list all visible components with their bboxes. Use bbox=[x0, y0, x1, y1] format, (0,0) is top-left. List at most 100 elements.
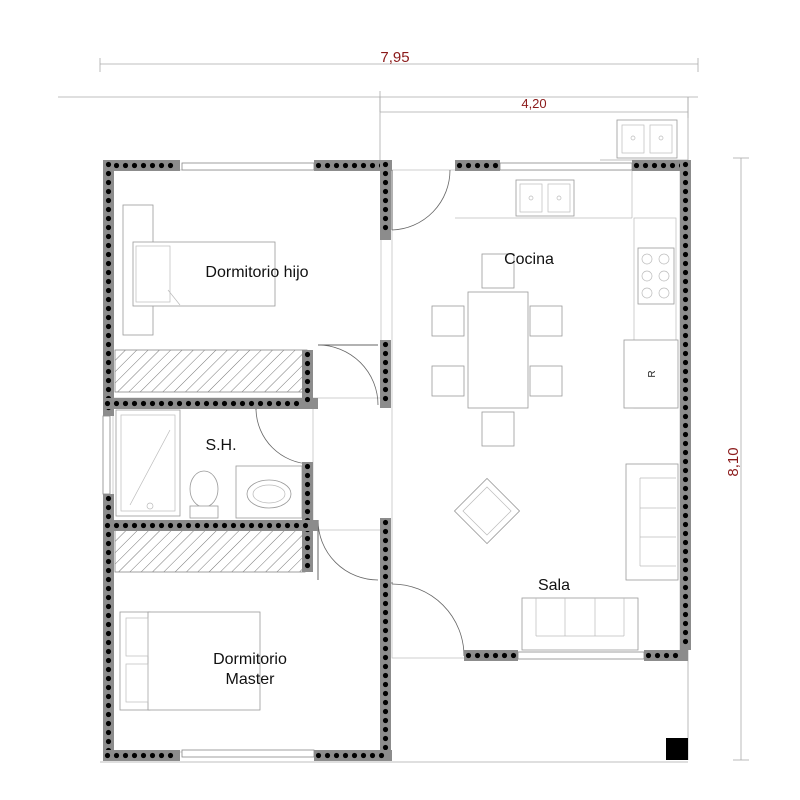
wall-block-hole bbox=[185, 522, 192, 529]
wall-block-hole bbox=[203, 400, 210, 407]
wall-block-hole bbox=[682, 476, 689, 483]
wall-block-hole bbox=[304, 508, 311, 515]
bathtub bbox=[115, 409, 181, 517]
wall-block-hole bbox=[382, 735, 389, 742]
wall-block-hole bbox=[185, 400, 192, 407]
bed-hijo bbox=[122, 204, 276, 336]
wall-block-hole bbox=[324, 162, 331, 169]
wall-block-hole bbox=[682, 386, 689, 393]
wall-block-hole bbox=[266, 522, 273, 529]
wall-block-hole bbox=[304, 481, 311, 488]
dimension-kitchen-width-label: 4,20 bbox=[521, 96, 546, 111]
wall-block-hole bbox=[682, 602, 689, 609]
exterior-sink bbox=[616, 119, 678, 159]
wall-block-hole bbox=[158, 522, 165, 529]
wall-block-hole bbox=[682, 305, 689, 312]
door-main bbox=[391, 169, 451, 231]
wall-block-hole bbox=[266, 400, 273, 407]
wall-block-hole bbox=[651, 162, 658, 169]
room-label-dormitorio-hijo: Dormitorio hijo bbox=[205, 264, 308, 281]
wall-block-hole bbox=[105, 269, 112, 276]
wall-block-hole bbox=[682, 332, 689, 339]
wall-block-hole bbox=[105, 738, 112, 745]
wall-block-hole bbox=[501, 652, 508, 659]
walls bbox=[103, 160, 691, 761]
wall-block-hole bbox=[682, 377, 689, 384]
wall-block-hole bbox=[682, 449, 689, 456]
wall-block-hole bbox=[382, 206, 389, 213]
wall-block-hole bbox=[257, 522, 264, 529]
wall-block-hole bbox=[105, 260, 112, 267]
wall-block-hole bbox=[105, 639, 112, 646]
wall-block-hole bbox=[105, 377, 112, 384]
armchair bbox=[453, 477, 521, 545]
closet-master bbox=[114, 527, 306, 573]
wall-block-hole bbox=[483, 162, 490, 169]
wall-block-hole bbox=[682, 503, 689, 510]
wall-block-hole bbox=[239, 522, 246, 529]
wall-block-hole bbox=[682, 323, 689, 330]
wall-block-hole bbox=[140, 400, 147, 407]
wall-block-hole bbox=[105, 702, 112, 709]
wall-block-hole bbox=[382, 663, 389, 670]
wall-block-hole bbox=[342, 162, 349, 169]
wall-block-hole bbox=[304, 499, 311, 506]
wall-block-hole bbox=[105, 558, 112, 565]
wall-block-hole bbox=[682, 242, 689, 249]
wall-block-hole bbox=[465, 162, 472, 169]
wall-block-hole bbox=[682, 188, 689, 195]
wall-block-hole bbox=[105, 576, 112, 583]
wall-block-hole bbox=[248, 522, 255, 529]
wall-block-hole bbox=[660, 162, 667, 169]
bed-master bbox=[119, 611, 261, 711]
wall-block-hole bbox=[682, 170, 689, 177]
wall-block-hole bbox=[304, 490, 311, 497]
wall-block-hole bbox=[682, 251, 689, 258]
wall-block-hole bbox=[382, 699, 389, 706]
wall-block-hole bbox=[105, 729, 112, 736]
wall-block-hole bbox=[456, 162, 463, 169]
wall-block-hole bbox=[669, 162, 676, 169]
wall-block-hole bbox=[663, 652, 670, 659]
wall-segment bbox=[632, 160, 688, 171]
wall-block-hole bbox=[382, 161, 389, 168]
wall-block-hole bbox=[105, 296, 112, 303]
wall-block-hole bbox=[302, 522, 309, 529]
wall-block-hole bbox=[382, 555, 389, 562]
wall-block-hole bbox=[104, 400, 111, 407]
bathroom-sink bbox=[235, 465, 303, 519]
wall-block-hole bbox=[105, 513, 112, 520]
wall-block-hole bbox=[492, 652, 499, 659]
wall-block-hole bbox=[105, 314, 112, 321]
wall-block-hole bbox=[382, 582, 389, 589]
dimension-total-height-label: 8,10 bbox=[725, 447, 742, 476]
dimension-total-height: 8,10 bbox=[725, 157, 749, 761]
wall-block-hole bbox=[682, 422, 689, 429]
wall-block-hole bbox=[382, 350, 389, 357]
wall-block-hole bbox=[483, 652, 490, 659]
wall-block-hole bbox=[682, 494, 689, 501]
wall-block-hole bbox=[682, 197, 689, 204]
wall-block-hole bbox=[682, 431, 689, 438]
wall-block-hole bbox=[682, 485, 689, 492]
wall-block-hole bbox=[105, 386, 112, 393]
wall-block-hole bbox=[131, 752, 138, 759]
wall-block-hole bbox=[149, 522, 156, 529]
wall-block-hole bbox=[105, 170, 112, 177]
room-label-sala: Sala bbox=[538, 577, 570, 594]
wall-block-hole bbox=[382, 197, 389, 204]
wall-block-hole bbox=[105, 495, 112, 502]
wall-block-hole bbox=[105, 359, 112, 366]
wall-block-hole bbox=[248, 400, 255, 407]
wall-block-hole bbox=[122, 400, 129, 407]
wall-block-hole bbox=[682, 467, 689, 474]
wall-block-hole bbox=[382, 717, 389, 724]
wall-block-hole bbox=[105, 278, 112, 285]
wall-block-hole bbox=[382, 708, 389, 715]
wall-block-hole bbox=[105, 666, 112, 673]
wall-block-hole bbox=[642, 162, 649, 169]
wall-block-hole bbox=[682, 593, 689, 600]
wall-block-hole bbox=[369, 752, 376, 759]
wall-block-hole bbox=[105, 567, 112, 574]
wall-block-hole bbox=[382, 215, 389, 222]
